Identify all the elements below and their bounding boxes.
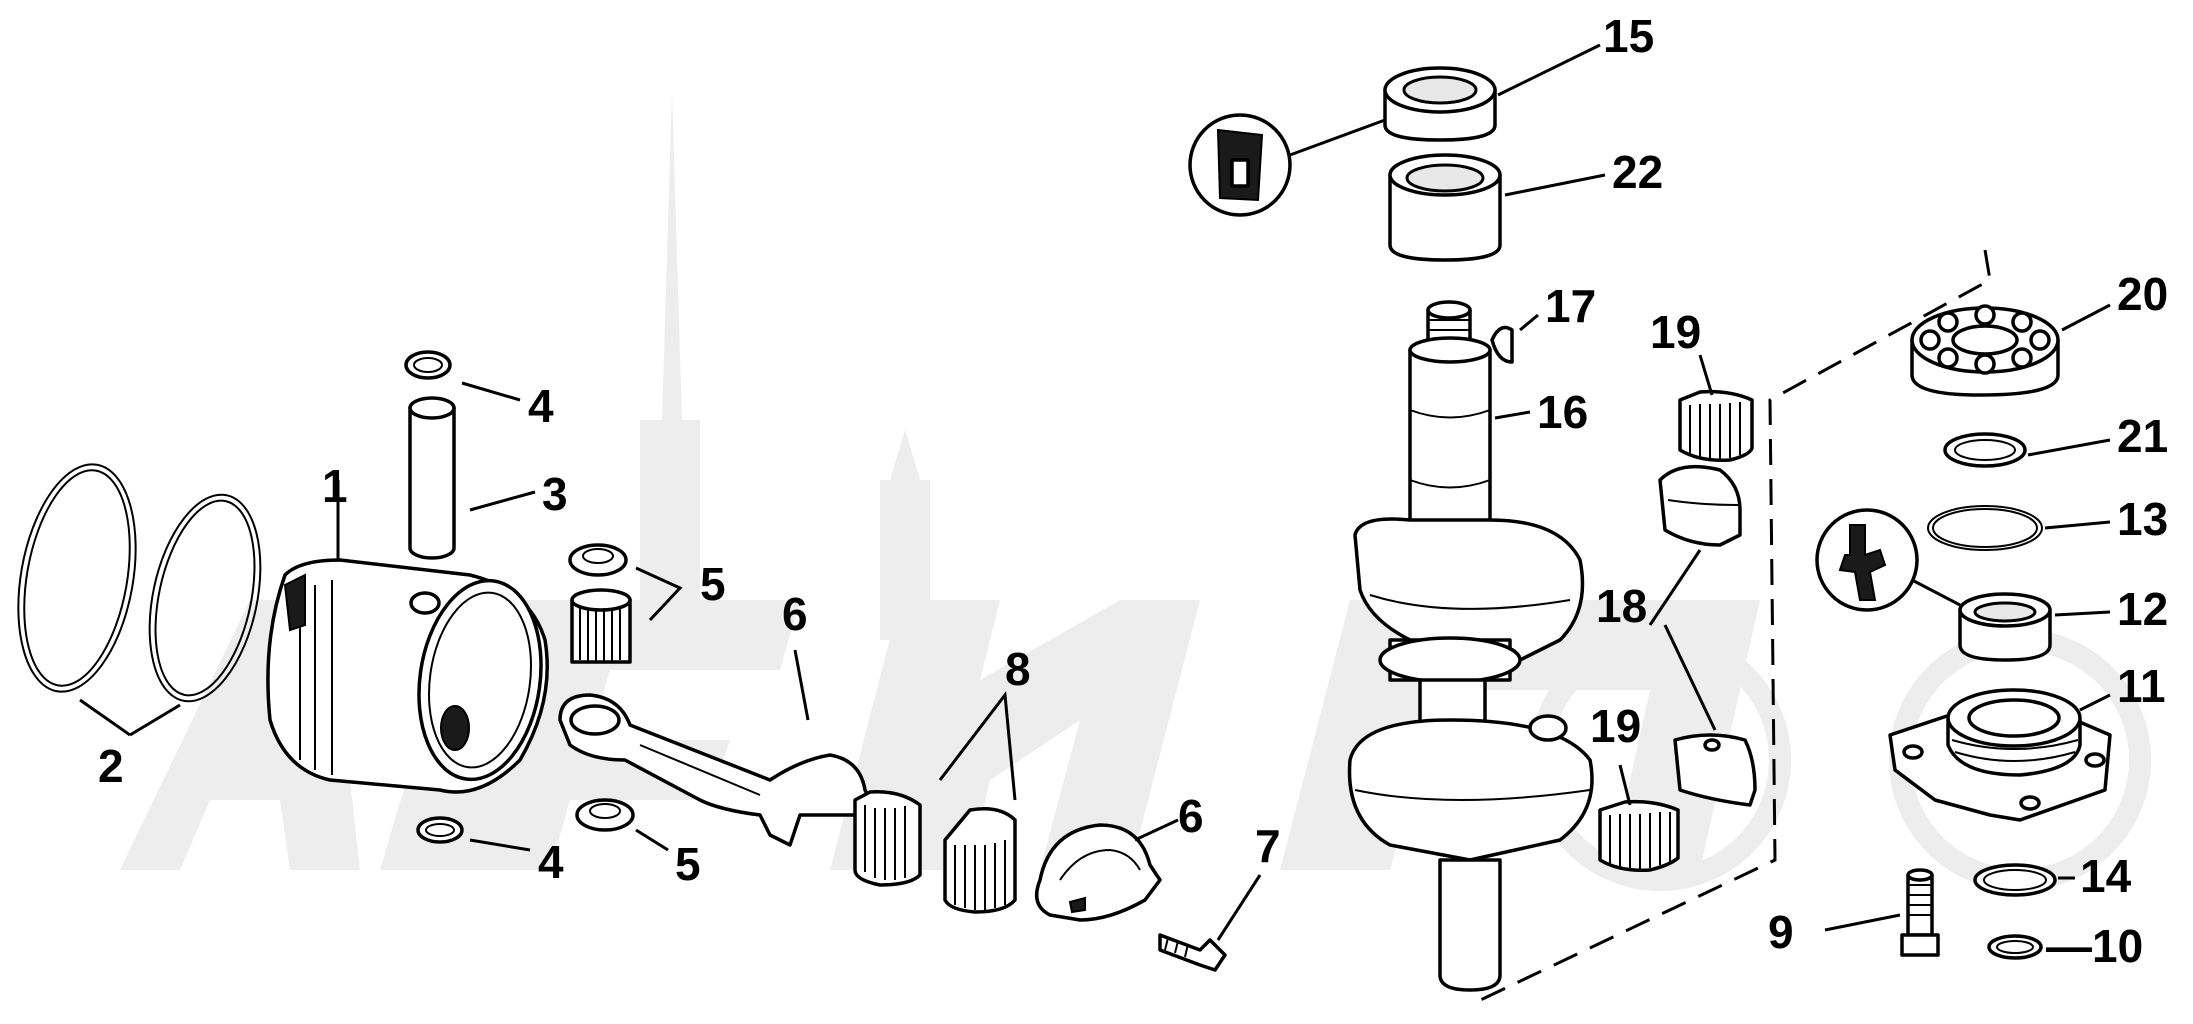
label-3: 3 <box>542 468 568 520</box>
ball-bearing <box>1910 304 2060 397</box>
o-ring <box>1927 505 2043 551</box>
piston-ring-2 <box>148 493 262 703</box>
needle-bearing-lower <box>1598 799 1680 873</box>
retaining-ring <box>1943 432 2027 468</box>
bearing-housing <box>1888 688 2112 822</box>
label-13: 13 <box>2117 493 2168 545</box>
snap-ring-bottom <box>416 816 464 844</box>
piston-pin <box>408 396 456 560</box>
needle-bearing-small <box>570 588 632 664</box>
seal-12 <box>1958 592 2052 662</box>
snap-ring-top <box>404 350 452 380</box>
thrust-washer-top <box>568 543 628 577</box>
label-14: 14 <box>2080 850 2132 902</box>
gasket-14 <box>1973 863 2057 897</box>
label-16: 16 <box>1537 386 1588 438</box>
woodruff-key <box>1490 325 1514 364</box>
label-18: 18 <box>1596 580 1647 632</box>
needle-cage-bearing-2 <box>943 807 1017 914</box>
main-bearing-half-top <box>1658 464 1742 547</box>
label-10: —10 <box>2046 920 2143 972</box>
label-9: 9 <box>1768 906 1794 958</box>
label-2: 2 <box>98 740 124 792</box>
label-7: 7 <box>1255 820 1281 872</box>
needle-bearing-upper <box>1678 389 1754 463</box>
dashed-assembly-boundary <box>1469 249 1992 1007</box>
label-20: 20 <box>2117 268 2168 320</box>
needle-cage-bearing-1 <box>853 790 922 887</box>
label-4-top: 4 <box>528 380 554 432</box>
sealant-callout-icon-2 <box>1815 508 1919 612</box>
label-15: 15 <box>1603 10 1654 62</box>
label-11: 11 <box>2117 660 2166 712</box>
piston-ring-1 <box>17 463 137 693</box>
label-8: 8 <box>1005 643 1031 695</box>
label-4-bottom: 4 <box>538 836 564 888</box>
part-labels: 1 2 3 4 4 5 5 6 6 7 8 9 —10 11 12 13 14 … <box>98 10 2168 972</box>
washer-10 <box>1987 934 2043 960</box>
connecting-rod-cap <box>1034 823 1162 922</box>
label-22: 22 <box>1612 146 1663 198</box>
housing-bolt <box>1900 868 1940 957</box>
label-6-cap: 6 <box>1178 790 1204 842</box>
main-bearing-half-bottom <box>1673 733 1757 807</box>
oil-seal-top <box>1383 66 1497 142</box>
label-17: 17 <box>1545 280 1596 332</box>
label-1: 1 <box>322 460 348 512</box>
piston <box>266 558 549 794</box>
crankshaft <box>1347 300 1594 992</box>
label-6-rod: 6 <box>782 588 808 640</box>
label-19-upper: 19 <box>1650 306 1701 358</box>
label-19-lower: 19 <box>1590 700 1641 752</box>
needle-bearing-top <box>1388 153 1502 262</box>
sealant-callout-icon <box>1188 113 1292 217</box>
thrust-washer-bottom <box>575 798 635 832</box>
label-5-bottom: 5 <box>675 838 701 890</box>
rod-bolt <box>1158 933 1227 972</box>
connecting-rod <box>558 693 872 847</box>
label-5-top: 5 <box>700 558 726 610</box>
label-21: 21 <box>2117 410 2168 462</box>
label-12: 12 <box>2117 583 2168 635</box>
